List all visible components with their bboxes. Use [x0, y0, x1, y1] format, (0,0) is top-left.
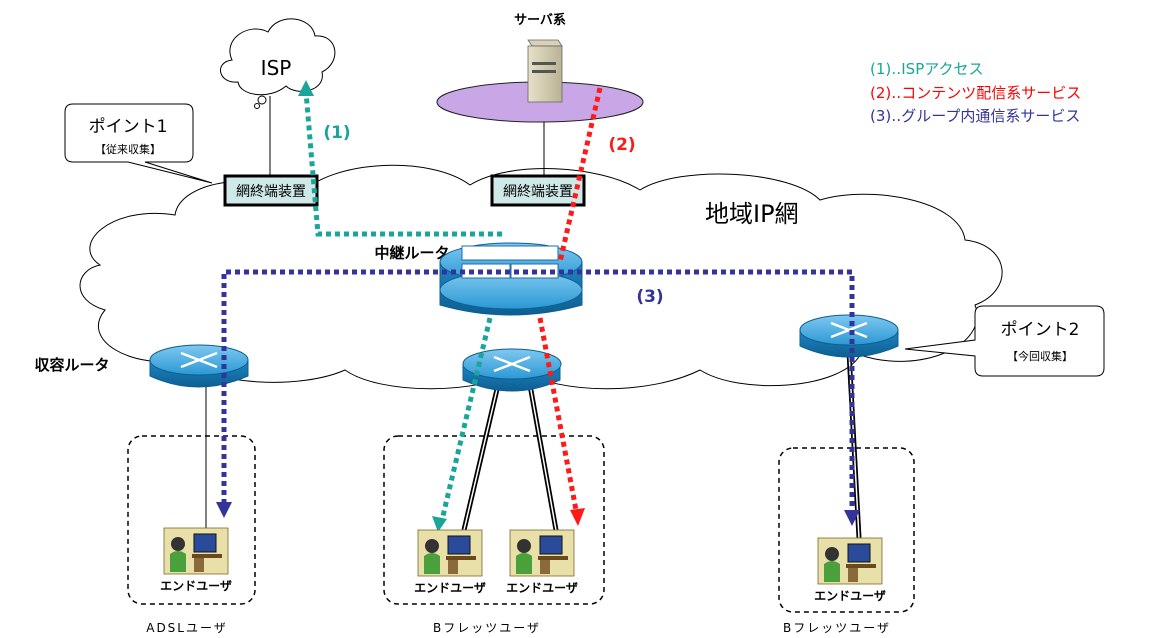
- point1-title: ポイント1: [89, 117, 168, 137]
- flow-1-label: (1): [323, 123, 350, 143]
- flow-3-arrowhead-right: [844, 510, 860, 526]
- end-user-label: エンドユーザ: [506, 581, 578, 595]
- callout-point1: ポイント1 【従来収集】: [64, 103, 213, 184]
- access-router-center: [462, 348, 562, 392]
- flow-1-arrowhead-isp: [298, 80, 314, 96]
- flow-3-arrowhead-left: [216, 502, 232, 518]
- access-router-label: 収容ルータ: [34, 356, 109, 374]
- nte-left: 網終端装置: [223, 174, 319, 207]
- legend-item-2: (2)‥コンテンツ配信系サービス: [870, 84, 1081, 102]
- isp-label: ISP: [261, 56, 292, 80]
- callout-point2: ポイント2 【今回収集】: [904, 305, 1105, 377]
- relay-router: 中継ルータ: [374, 242, 583, 316]
- regional-net-label: 地域IP網: [705, 200, 799, 228]
- bflets-right-user-group: [778, 447, 915, 613]
- flow-2-path: [537, 87, 603, 511]
- flow-1-path: [303, 91, 502, 521]
- server-group-label: サーバ系: [514, 12, 566, 28]
- bflets-center-group-label: Bフレッツユーザ: [433, 621, 541, 635]
- end-user-bflets-2: エンドユーザ: [506, 529, 578, 595]
- bflets-center-user-group: [383, 435, 605, 605]
- legend-item-1: (1)‥ISPアクセス: [870, 60, 984, 78]
- end-user-label: エンドユーザ: [814, 589, 886, 603]
- point2-title: ポイント2: [1001, 320, 1080, 340]
- adsl-user-group: [127, 435, 256, 605]
- access-router-right: [799, 314, 899, 358]
- nte-left-label: 網終端装置: [236, 184, 306, 200]
- nte-center-label: 網終端装置: [503, 184, 573, 200]
- server-group: サーバ系: [436, 12, 644, 176]
- end-user-label: エンドユーザ: [414, 581, 486, 595]
- flow-3-label: (3): [636, 287, 663, 307]
- flow-2-label: (2): [608, 135, 635, 155]
- flow-1-arrowhead-user: [432, 516, 447, 532]
- isp-cloud: ISP: [220, 18, 336, 109]
- relay-router-label: 中継ルータ: [374, 244, 449, 262]
- legend: (1)‥ISPアクセス (2)‥コンテンツ配信系サービス (3)‥グループ内通信…: [870, 60, 1081, 125]
- access-router-left: [149, 344, 249, 388]
- legend-item-3: (3)‥グループ内通信系サービス: [870, 107, 1080, 125]
- nte-center: 網終端装置: [490, 174, 586, 207]
- end-user-label: エンドユーザ: [160, 579, 232, 593]
- end-user-bflets-3: エンドユーザ: [814, 537, 886, 603]
- end-user-bflets-1: エンドユーザ: [414, 529, 486, 595]
- point1-sub: 【従来収集】: [95, 142, 161, 156]
- server-icon: [527, 39, 563, 103]
- bflets-right-group-label: Bフレッツユーザ: [783, 621, 891, 635]
- adsl-group-label: ADSLユーザ: [146, 621, 228, 635]
- point2-sub: 【今回収集】: [1007, 349, 1073, 363]
- flow-2-arrowhead: [570, 508, 585, 526]
- end-user-adsl: エンドユーザ: [160, 527, 232, 593]
